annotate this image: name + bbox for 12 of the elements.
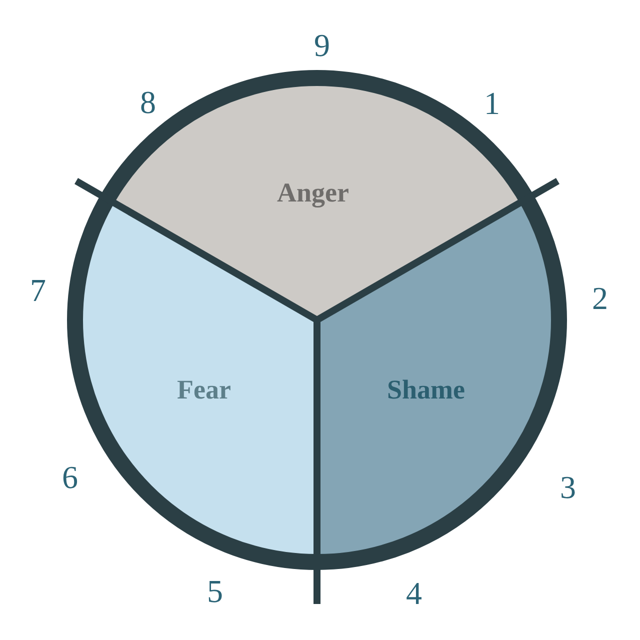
position-number: 3 (560, 471, 576, 503)
sector-label: Fear (177, 374, 231, 406)
position-number: 4 (406, 577, 422, 609)
position-number: 6 (62, 461, 78, 493)
position-number: 7 (30, 274, 46, 306)
sector-label: Shame (387, 374, 465, 406)
position-number: 8 (140, 86, 156, 118)
position-number: 9 (314, 29, 330, 61)
sector-label: Anger (277, 178, 349, 208)
position-number: 5 (207, 575, 223, 607)
position-number: 2 (592, 282, 608, 314)
position-number: 1 (484, 87, 500, 119)
